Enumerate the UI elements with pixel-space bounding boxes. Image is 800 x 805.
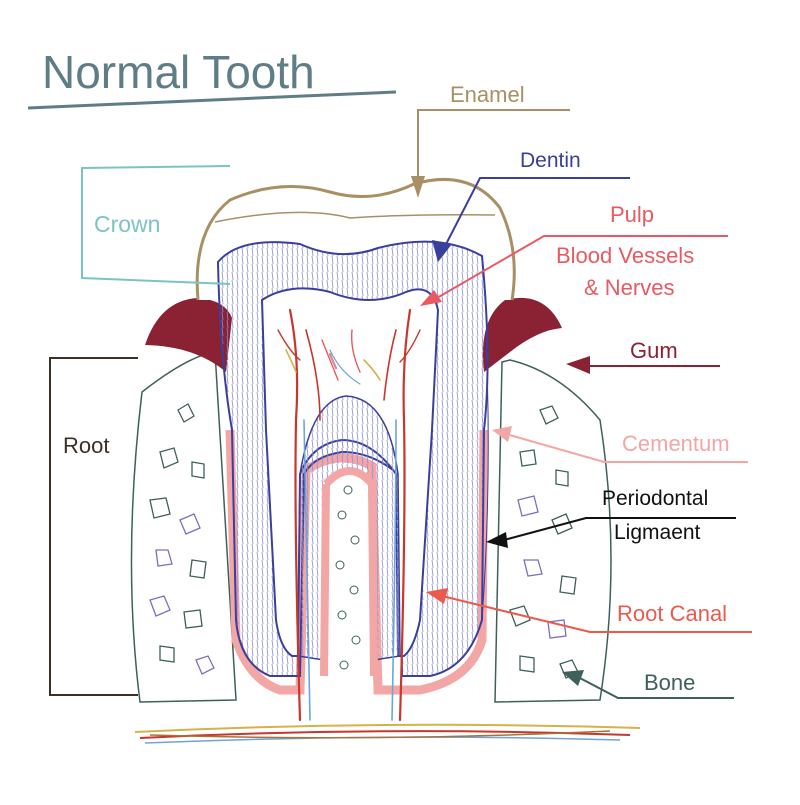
root-dentin-inner [297, 395, 401, 661]
diagram-title: Normal Tooth [42, 46, 315, 98]
gum-label: Gum [630, 338, 678, 363]
periodontal-leader [503, 517, 736, 541]
bone-leader [575, 675, 734, 699]
root-canal-leader [441, 595, 752, 633]
dentin-label: Dentin [520, 149, 581, 172]
bone-left [130, 351, 237, 703]
bone-right [494, 359, 612, 703]
bone-label: Bone [644, 670, 695, 695]
gum-left [145, 298, 232, 372]
root-label: Root [63, 433, 109, 458]
periodontal-label-line1: Periodontal [602, 487, 708, 510]
crown-bracket [81, 165, 231, 285]
cementum-label: Cementum [622, 431, 730, 456]
dentin-leader [441, 177, 630, 253]
title-underline [27, 90, 397, 110]
periodontal-ligament-line [481, 339, 489, 621]
blood-vessels-label-line2: & Nerves [584, 275, 674, 300]
periodontal-label-line2: Ligmaent [614, 521, 701, 544]
crown-label: Crown [94, 211, 160, 237]
root-canal-label: Root Canal [617, 601, 727, 626]
root-canal-inner [323, 467, 378, 677]
gum-right [482, 297, 562, 372]
root-bone-spots [335, 485, 361, 670]
blood-vessels [277, 308, 421, 722]
enamel-inner-line [214, 211, 496, 223]
enamel-label: Enamel [450, 82, 525, 107]
pulp-label: Pulp [610, 202, 654, 227]
blood-vessels-label-line1: Blood Vessels [556, 243, 694, 268]
root-bracket [49, 357, 138, 696]
cementum-leader [505, 433, 748, 463]
blood-vessels-leader [429, 235, 728, 303]
enamel-leader [417, 109, 570, 190]
base-fibers [134, 723, 641, 744]
